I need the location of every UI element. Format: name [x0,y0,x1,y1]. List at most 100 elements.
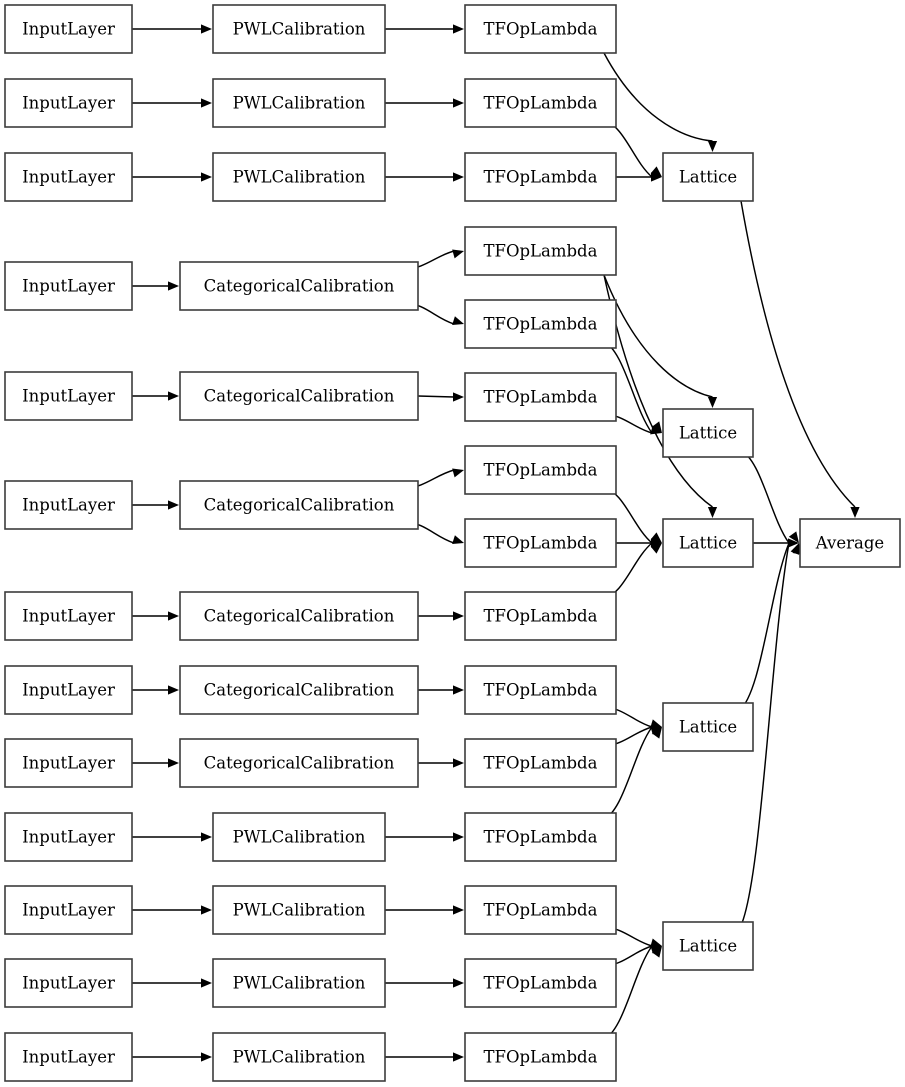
node-box[interactable] [464,1032,617,1082]
node-in3[interactable]: InputLayer [4,152,133,202]
node-avg[interactable]: Average [799,518,901,568]
node-cal9[interactable]: CategoricalCalibration [179,738,419,788]
node-cal4[interactable]: CategoricalCalibration [179,261,419,311]
node-box[interactable] [464,812,617,862]
node-box[interactable] [179,261,419,311]
node-box[interactable] [464,958,617,1008]
node-in6[interactable]: InputLayer [4,480,133,530]
node-box[interactable] [464,518,617,568]
node-lat2[interactable]: Lattice [662,408,754,458]
node-tf15[interactable]: TFOpLambda [464,1032,617,1082]
node-box[interactable] [179,480,419,530]
node-box[interactable] [4,261,133,311]
node-box[interactable] [464,445,617,495]
node-box[interactable] [212,812,386,862]
node-cal1[interactable]: PWLCalibration [212,4,386,54]
node-box[interactable] [4,152,133,202]
node-cal6[interactable]: CategoricalCalibration [179,480,419,530]
node-box[interactable] [662,921,754,971]
node-cal7[interactable]: CategoricalCalibration [179,591,419,641]
node-box[interactable] [464,372,617,422]
node-box[interactable] [662,408,754,458]
edge-arrowhead [651,421,662,433]
node-box[interactable] [464,738,617,788]
node-tf5[interactable]: TFOpLambda [464,299,617,349]
node-tf13[interactable]: TFOpLambda [464,885,617,935]
node-tf1[interactable]: TFOpLambda [464,4,617,54]
node-in13[interactable]: InputLayer [4,1032,133,1082]
node-tf6[interactable]: TFOpLambda [464,372,617,422]
node-box[interactable] [464,665,617,715]
node-box[interactable] [464,299,617,349]
node-in8[interactable]: InputLayer [4,665,133,715]
node-box[interactable] [4,738,133,788]
node-in10[interactable]: InputLayer [4,812,133,862]
node-box[interactable] [179,665,419,715]
node-in7[interactable]: InputLayer [4,591,133,641]
node-box[interactable] [662,518,754,568]
node-in5[interactable]: InputLayer [4,371,133,421]
node-box[interactable] [799,518,901,568]
node-in4[interactable]: InputLayer [4,261,133,311]
node-lat4[interactable]: Lattice [662,702,754,752]
node-tf3[interactable]: TFOpLambda [464,152,617,202]
node-box[interactable] [464,4,617,54]
node-box[interactable] [212,78,386,128]
node-box[interactable] [4,371,133,421]
node-box[interactable] [4,885,133,935]
node-box[interactable] [4,78,133,128]
node-box[interactable] [4,958,133,1008]
node-label: PWLCalibration [233,20,366,39]
node-cal2[interactable]: PWLCalibration [212,78,386,128]
node-tf9[interactable]: TFOpLambda [464,591,617,641]
node-in1[interactable]: InputLayer [4,4,133,54]
node-cal10[interactable]: PWLCalibration [212,812,386,862]
node-tf4[interactable]: TFOpLambda [464,226,617,276]
node-in2[interactable]: InputLayer [4,78,133,128]
node-box[interactable] [212,1032,386,1082]
node-label: Lattice [679,168,737,187]
node-cal5[interactable]: CategoricalCalibration [179,371,419,421]
edge-cal12-tf14 [385,978,464,988]
node-box[interactable] [464,591,617,641]
node-box[interactable] [4,480,133,530]
node-box[interactable] [464,226,617,276]
node-box[interactable] [4,591,133,641]
node-box[interactable] [212,885,386,935]
node-in9[interactable]: InputLayer [4,738,133,788]
node-tf2[interactable]: TFOpLambda [464,78,617,128]
node-tf10[interactable]: TFOpLambda [464,665,617,715]
node-box[interactable] [212,152,386,202]
node-lat1[interactable]: Lattice [662,152,754,202]
node-lat3[interactable]: Lattice [662,518,754,568]
node-box[interactable] [662,152,754,202]
node-tf12[interactable]: TFOpLambda [464,812,617,862]
node-box[interactable] [4,4,133,54]
node-box[interactable] [4,812,133,862]
node-box[interactable] [179,738,419,788]
node-box[interactable] [464,885,617,935]
node-box[interactable] [4,665,133,715]
edge-in7-cal7 [132,611,179,621]
node-box[interactable] [212,4,386,54]
node-box[interactable] [179,371,419,421]
node-cal13[interactable]: PWLCalibration [212,1032,386,1082]
node-box[interactable] [4,1032,133,1082]
node-box[interactable] [464,152,617,202]
node-in11[interactable]: InputLayer [4,885,133,935]
node-tf11[interactable]: TFOpLambda [464,738,617,788]
node-lat5[interactable]: Lattice [662,921,754,971]
edge-arrowhead [707,141,718,152]
node-tf14[interactable]: TFOpLambda [464,958,617,1008]
node-box[interactable] [212,958,386,1008]
node-box[interactable] [662,702,754,752]
node-in12[interactable]: InputLayer [4,958,133,1008]
node-cal11[interactable]: PWLCalibration [212,885,386,935]
node-cal12[interactable]: PWLCalibration [212,958,386,1008]
node-cal8[interactable]: CategoricalCalibration [179,665,419,715]
node-tf7[interactable]: TFOpLambda [464,445,617,495]
node-tf8[interactable]: TFOpLambda [464,518,617,568]
node-cal3[interactable]: PWLCalibration [212,152,386,202]
node-box[interactable] [464,78,617,128]
node-box[interactable] [179,591,419,641]
